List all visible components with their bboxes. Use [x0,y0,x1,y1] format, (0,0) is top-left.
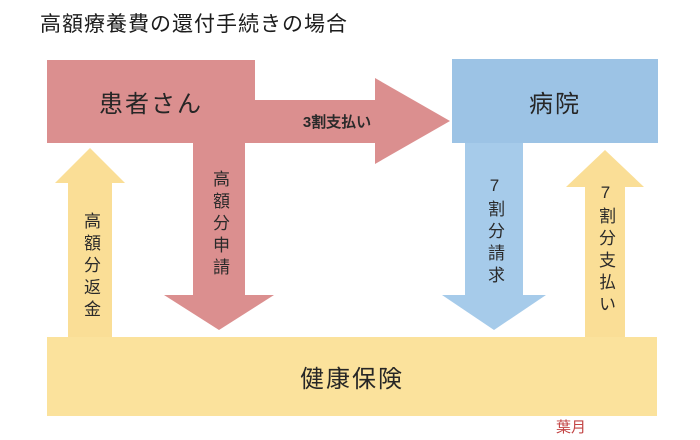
claim70-arrow-down-icon [442,295,546,330]
insurance-label: 健康保険 [300,366,404,393]
hospital-box: 病院 [452,59,658,143]
pay30-arrow-right-icon [375,78,450,164]
refund-arrow-up-icon [55,148,125,183]
refund-label: 高額分返金 [81,212,100,322]
author-signature: 葉月 [556,419,587,436]
claim70-label: 7割分請求 [485,176,504,288]
pay70-arrow-body [585,187,625,337]
pay30-label: 3割支払い [302,114,372,131]
apply-arrow-body [193,143,245,295]
apply-label: 高額分申請 [210,170,229,280]
hospital-label: 病院 [529,90,581,118]
claim70-arrow-body [465,143,523,295]
pay70-arrow-up-icon [566,150,644,187]
apply-arrow-down-icon [164,295,274,330]
diagram-title: 高額療養費の還付手続きの場合 [40,13,348,36]
insurance-box: 健康保険 [47,337,657,416]
pay70-label: 7割分支払い [596,183,615,317]
refund-arrow-body [68,183,112,337]
patient-label: 患者さん [99,91,203,118]
patient-box: 患者さん [47,60,255,143]
pay30-arrow-body [255,100,375,143]
